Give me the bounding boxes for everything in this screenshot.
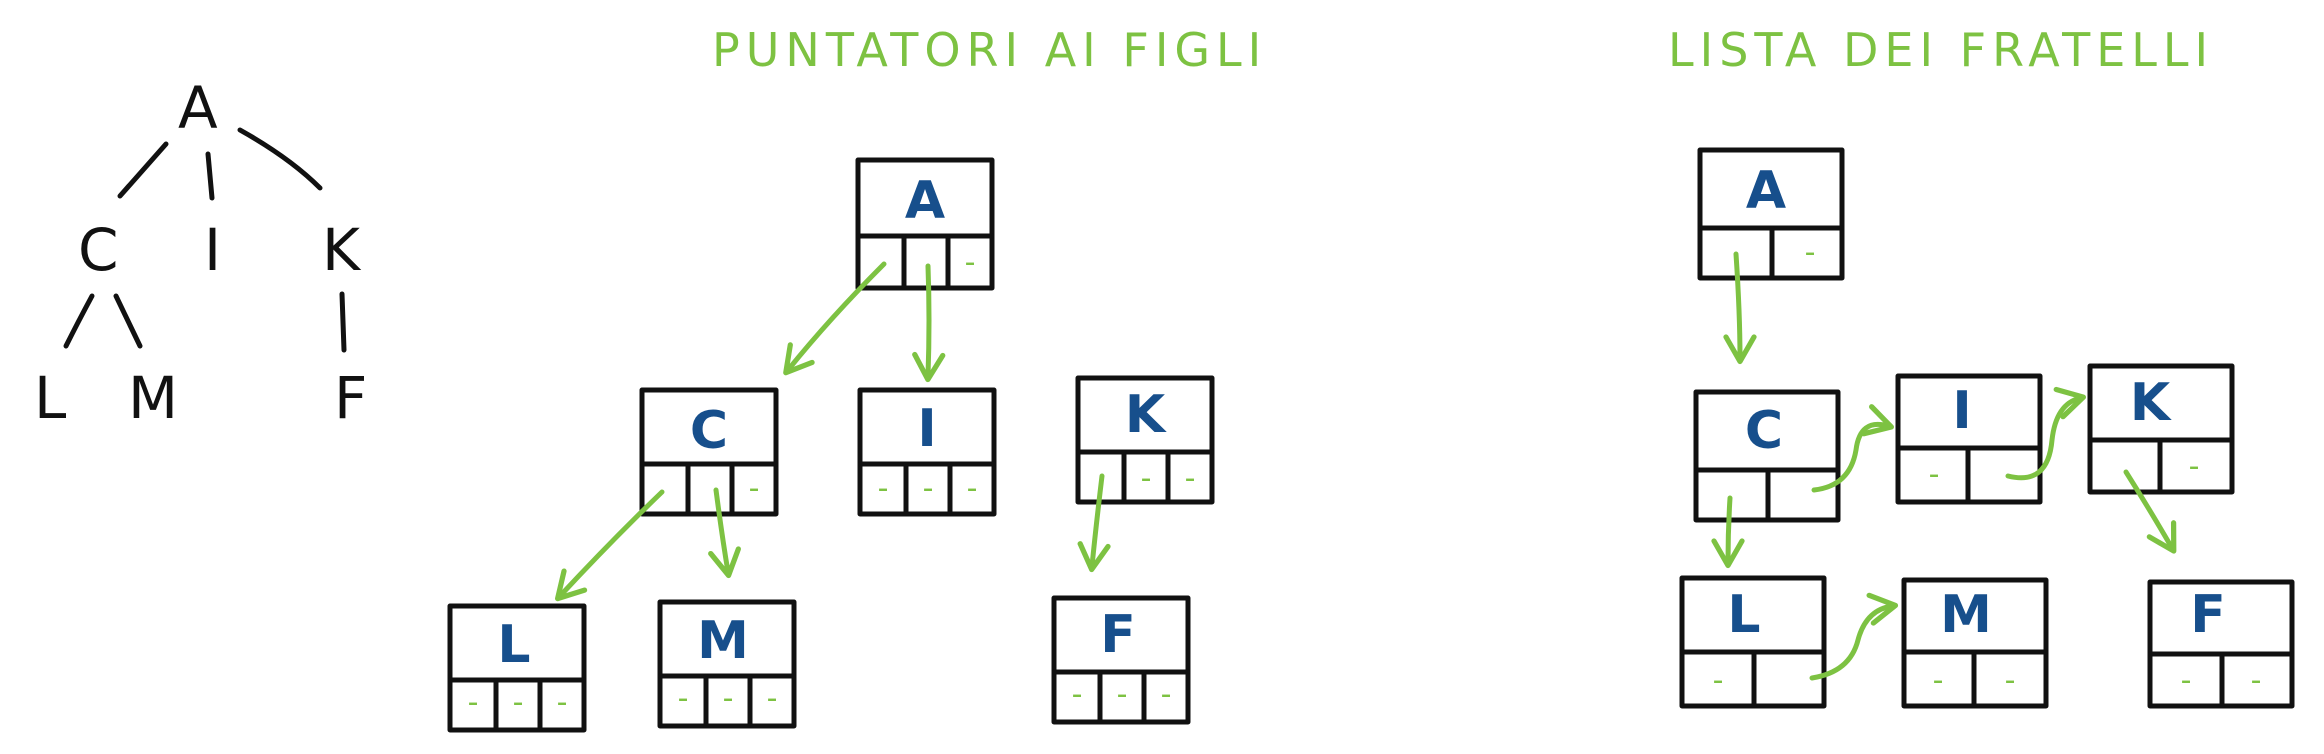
sl-arrow-a-c [1723, 251, 1757, 365]
tree-node-f: F [334, 364, 367, 432]
cp-node-c: C - [639, 387, 779, 517]
cp-node-m-null-3: - [767, 681, 778, 716]
tree-edge-c-m [113, 293, 143, 349]
tree-edge-a-k [237, 127, 323, 191]
cp-node-c-label: C [690, 401, 728, 461]
cp-node-f-null-3: - [1161, 677, 1172, 712]
cp-node-f-label: F [1100, 605, 1136, 665]
sl-node-f-null-1: - [2181, 663, 2192, 698]
sl-arrow-l-m [1809, 592, 1899, 681]
cp-node-a: A - [855, 157, 995, 291]
sl-node-a-null: - [1805, 235, 1816, 270]
tree-node-m: M [128, 364, 178, 432]
cp-node-f: F - - - [1051, 595, 1191, 725]
cp-node-i: I - - - [857, 387, 997, 517]
cp-node-i-null-1: - [878, 471, 889, 506]
sl-node-m-null-2: - [2005, 663, 2016, 698]
sibling-list-diagram: A - C I - K - [1679, 147, 2295, 709]
sl-node-l-label: L [1727, 585, 1760, 645]
tree-edge-a-i [205, 151, 215, 201]
cp-node-m-null-2: - [723, 681, 734, 716]
sl-node-k-null: - [2189, 449, 2200, 484]
sl-node-i: I - [1895, 373, 2043, 505]
cp-node-m: M - - - [657, 599, 797, 729]
tree-node-i: I [204, 216, 221, 284]
cp-arrow-c-l [554, 489, 665, 602]
cp-node-k-null-2: - [1185, 461, 1196, 496]
children-pointers-diagram: A - C - I - - - K [447, 157, 1215, 733]
sl-node-k-label: K [2130, 373, 2172, 433]
cp-node-l: L - - - [447, 603, 587, 733]
cp-arrow-c-m [708, 487, 741, 579]
cp-node-m-label: M [697, 611, 749, 671]
sl-node-c-label: C [1745, 401, 1783, 461]
sl-node-a-label: A [1746, 161, 1786, 221]
sl-node-f-label: F [2190, 585, 2226, 645]
tree-edge-c-l [63, 293, 95, 349]
cp-node-f-null-1: - [1072, 677, 1083, 712]
sl-node-f-null-2: - [2251, 663, 2262, 698]
sl-node-m: M - - [1901, 577, 2049, 709]
tree-node-c: C [78, 216, 119, 284]
cp-node-i-null-2: - [923, 471, 934, 506]
cp-node-c-null: - [749, 471, 760, 506]
sl-arrow-c-i [1811, 404, 1894, 493]
sl-node-i-null: - [1929, 457, 1940, 492]
sl-node-l-null: - [1713, 663, 1724, 698]
cp-arrow-k-f [1077, 473, 1111, 573]
cp-node-l-null-2: - [513, 685, 524, 720]
cp-node-l-label: L [497, 615, 530, 675]
sl-node-i-label: I [1952, 381, 1971, 441]
sl-node-k: K - [2087, 363, 2235, 495]
heading-children-pointers: PUNTATORI AI FIGLI [712, 23, 1267, 77]
tree-node-l: L [34, 364, 66, 432]
sl-arrow-i-k [2005, 386, 2087, 481]
sl-node-f: F - - [2147, 579, 2295, 709]
cp-node-f-null-2: - [1117, 677, 1128, 712]
sl-node-a: A - [1697, 147, 1845, 281]
cp-node-k-null-1: - [1141, 461, 1152, 496]
sl-node-m-null-1: - [1933, 663, 1944, 698]
heading-sibling-list: LISTA DEI FRATELLI [1668, 23, 2214, 77]
cp-node-a-null: - [965, 245, 976, 280]
abstract-tree: A C I K L M F [34, 74, 367, 432]
sl-node-l: L - [1679, 575, 1827, 709]
cp-node-i-null-3: - [967, 471, 978, 506]
sl-arrow-c-l [1711, 495, 1745, 569]
cp-node-i-label: I [917, 399, 936, 459]
sl-node-c: C [1693, 389, 1841, 523]
cp-node-k: K - - [1075, 375, 1215, 505]
cp-arrow-a-i [912, 263, 946, 383]
cp-node-a-label: A [905, 171, 945, 231]
tree-edge-k-f [339, 291, 347, 353]
cp-node-m-null-1: - [678, 681, 689, 716]
cp-node-l-null-3: - [557, 685, 568, 720]
cp-node-k-label: K [1125, 385, 1167, 445]
tree-node-root: A [178, 74, 218, 142]
sl-node-m-label: M [1940, 585, 1992, 645]
cp-arrow-a-c [783, 261, 887, 376]
cp-node-l-null-1: - [468, 685, 479, 720]
tree-node-k: K [322, 216, 362, 284]
tree-edge-a-c [117, 141, 169, 199]
sl-arrow-k-f [2123, 469, 2177, 554]
